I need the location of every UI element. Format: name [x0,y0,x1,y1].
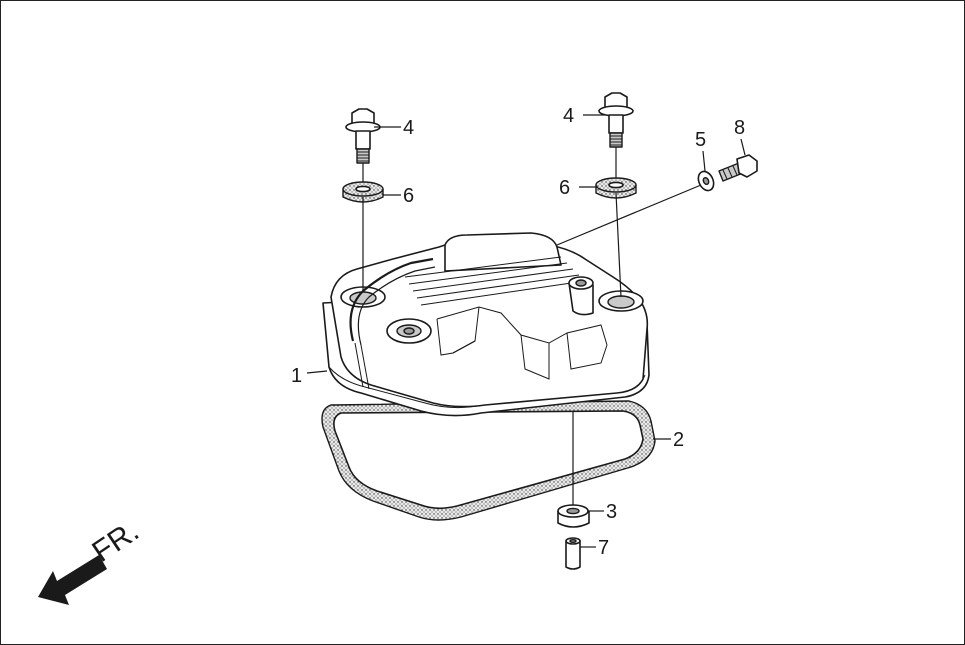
washer-6-right [595,177,637,199]
bolt-4-left [345,108,381,164]
guide-lines [362,147,702,505]
bolt-4-right [598,92,634,148]
callout-4-left: 4 [403,117,414,139]
callout-3: 3 [606,501,617,523]
callout-2: 2 [673,429,684,451]
callout-4-right: 4 [563,105,574,127]
washer-5 [697,170,715,192]
front-arrow-icon [38,555,107,605]
callout-6-right: 6 [559,177,570,199]
callout-5: 5 [695,129,706,151]
front-direction-indicator: FR. [38,514,145,605]
callout-8: 8 [734,117,745,139]
cylinder-head-cover-1 [322,232,650,417]
grommet-3 [557,504,590,528]
washer-6-left [342,181,384,203]
screw-8 [718,154,758,182]
callout-1: 1 [291,365,302,387]
gasket-2 [321,400,656,521]
callout-6-left: 6 [403,185,414,207]
callout-labels: 1 2 3 7 4 4 6 6 5 8 [291,105,745,559]
leader-lines [306,114,746,548]
callout-7: 7 [598,537,609,559]
dowel-pin-7 [565,537,581,570]
